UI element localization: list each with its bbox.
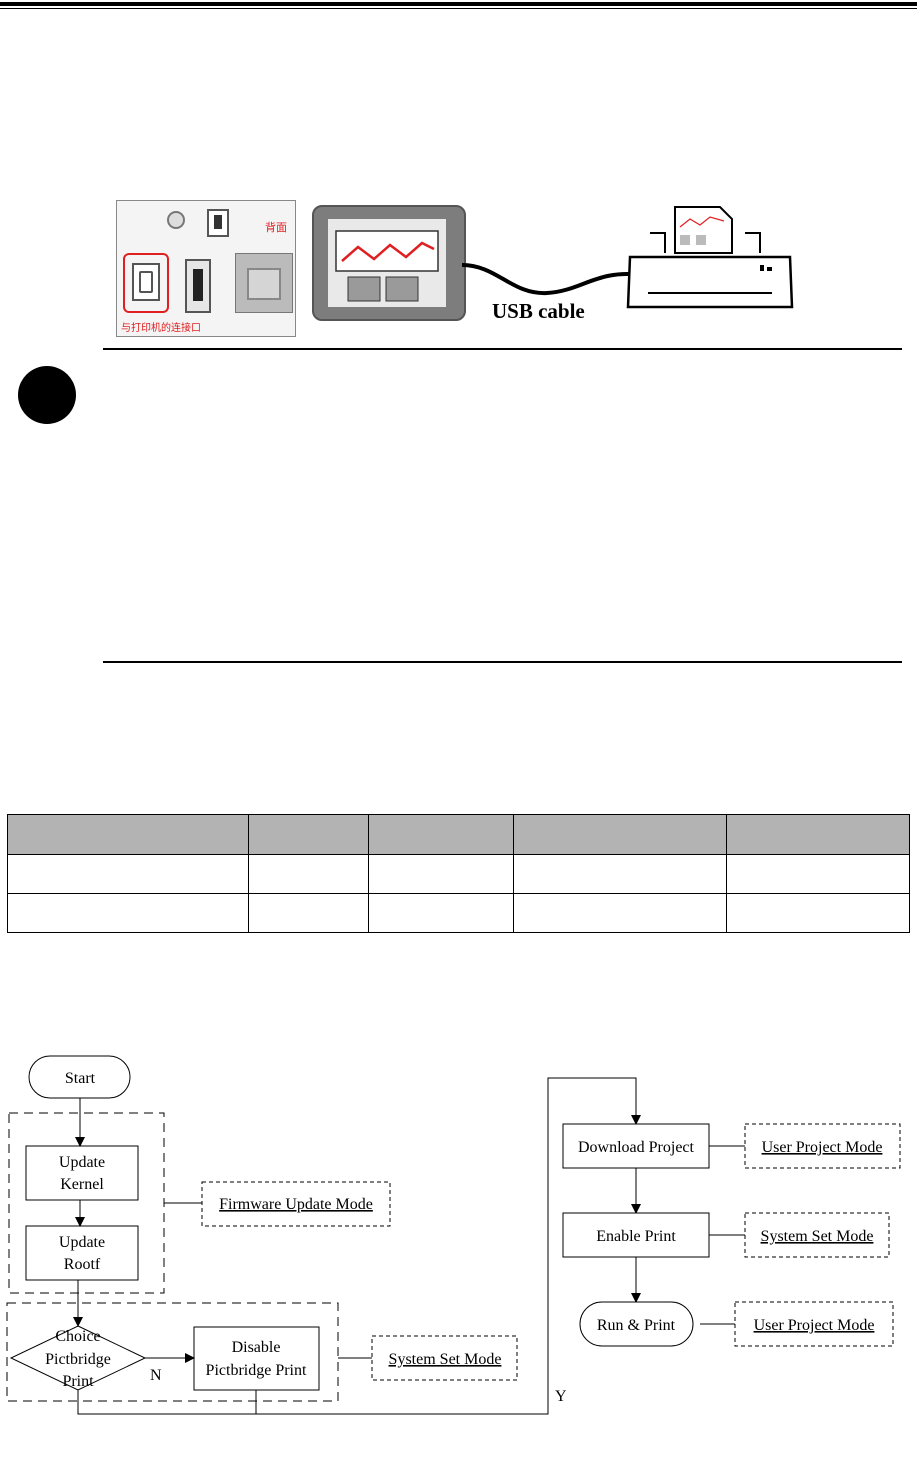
table-cell [248, 893, 369, 933]
table-header-row [7, 814, 910, 855]
table-row [7, 893, 910, 933]
table-header-cell [726, 814, 910, 855]
user-mode-tag-2 [734, 1301, 894, 1347]
table-cell [513, 854, 727, 894]
table-header-cell [513, 814, 727, 855]
system-mode-tag-2 [744, 1212, 890, 1258]
table-cell [368, 893, 514, 933]
table-cell [726, 893, 910, 933]
table-header-cell [368, 814, 514, 855]
download-project-label: Download Project [578, 1139, 695, 1156]
table-cell [7, 893, 249, 933]
user-mode-label-1: User Project Mode [762, 1139, 883, 1156]
panel-port-label: 与打印机的连接口 [121, 323, 201, 334]
spec-table [7, 814, 910, 933]
system-mode-label-1: System Set Mode [389, 1351, 502, 1368]
update-rootf-label-1: Update [59, 1234, 105, 1251]
trend-screen-icon [335, 230, 439, 302]
table-row [7, 854, 910, 894]
user-mode-tag-1 [744, 1123, 901, 1169]
update-kernel-label-2: Kernel [60, 1176, 104, 1193]
update-rootf-label-2: Rootf [64, 1256, 101, 1273]
note-bullet-icon [18, 366, 76, 424]
system-mode-label-2: System Set Mode [761, 1228, 874, 1245]
firmware-mode-label: Firmware Update Mode [219, 1196, 373, 1213]
usb-cable-line [461, 263, 643, 296]
disable-label-1: Disable [232, 1339, 281, 1356]
start-label: Start [65, 1070, 96, 1087]
ethernet-port-icon [235, 253, 293, 313]
device-connection-diagram: 背面 与打印机的连接口 USB cable [112, 195, 802, 340]
update-rootf-node [25, 1225, 139, 1281]
choice-label-2: Pictbridge [45, 1351, 111, 1368]
update-kernel-node [25, 1145, 139, 1201]
audio-jack-icon [167, 211, 185, 229]
rear-panel-image: 背面 与打印机的连接口 [116, 200, 296, 337]
hmi-device-icon [312, 205, 466, 321]
panel-back-label: 背面 [265, 222, 287, 234]
table-cell [368, 854, 514, 894]
yes-path-line [77, 1077, 641, 1415]
mode-flowchart: Start Update Kernel Update Rootf Firmwar… [6, 1055, 901, 1415]
choice-label-3: Print [62, 1373, 94, 1390]
disable-pictbridge-node [193, 1326, 320, 1391]
usb-cable-label: USB cable [492, 299, 585, 323]
pictbridge-group-box [6, 1302, 339, 1402]
table-cell [248, 854, 369, 894]
run-print-label: Run & Print [597, 1317, 676, 1334]
firmware-mode-tag [201, 1181, 391, 1227]
user-mode-label-2: User Project Mode [754, 1317, 875, 1334]
choice-label-1: Choice [55, 1328, 100, 1345]
table-cell [7, 854, 249, 894]
table-header-cell [248, 814, 369, 855]
table-cell [513, 893, 727, 933]
enable-print-label: Enable Print [596, 1228, 676, 1245]
disable-label-2: Pictbridge Print [206, 1362, 307, 1379]
usb-b-port-highlight [123, 253, 169, 313]
printer-icon [626, 206, 794, 309]
branch-yes-label: Y [555, 1388, 567, 1405]
system-mode-tag-1 [371, 1335, 518, 1381]
update-kernel-label-1: Update [59, 1154, 105, 1171]
run-print-node [579, 1301, 694, 1347]
header-rule-thin [0, 8, 917, 9]
header-rule-thick [0, 2, 917, 6]
branch-no-label: N [150, 1367, 162, 1384]
note-rule-bottom [103, 661, 902, 663]
table-cell [726, 854, 910, 894]
table-header-cell [7, 814, 249, 855]
note-rule-top [103, 348, 902, 350]
usb-a-port-icon [185, 259, 211, 313]
mini-usb-port-icon [207, 209, 229, 237]
